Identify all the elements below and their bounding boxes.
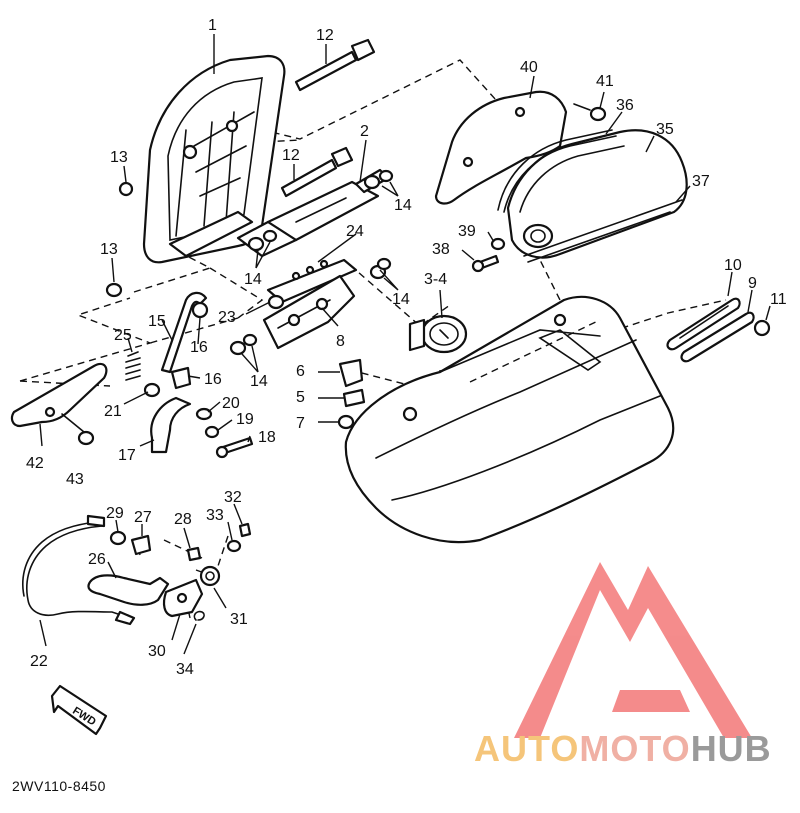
lever-bracket-30	[162, 578, 204, 618]
top-case-base	[344, 295, 675, 544]
nuts-14	[229, 169, 394, 356]
washer-20	[195, 407, 213, 421]
bolt-12-upper	[294, 38, 376, 92]
callout-1: 1	[208, 17, 217, 34]
washer-13-upper	[118, 181, 134, 197]
lock-bracket-8	[262, 274, 356, 350]
screw-38	[471, 254, 500, 273]
callout-21: 21	[104, 403, 122, 420]
washer-13-lower	[105, 282, 123, 298]
callout-12-lower: 12	[282, 147, 300, 164]
callout-30: 30	[148, 643, 166, 660]
callout-16-lower: 16	[204, 371, 222, 388]
clip-34	[193, 610, 205, 621]
callout-26: 26	[88, 551, 106, 568]
callout-14-a: 14	[394, 197, 412, 214]
screw-7	[337, 414, 355, 430]
callout-8: 8	[336, 333, 345, 350]
callout-22: 22	[30, 653, 48, 670]
callout-11: 11	[770, 291, 787, 308]
fwd-direction-arrow: FWD	[50, 684, 108, 736]
watermark-part3: HUB	[690, 728, 772, 769]
callout-14-c: 14	[392, 291, 410, 308]
trim-37	[523, 199, 683, 263]
strip-10	[666, 297, 741, 351]
callout-13-upper: 13	[110, 149, 128, 166]
watermark-part2: MOTO	[579, 728, 691, 769]
callout-27: 27	[134, 509, 152, 526]
lock-cylinder-3-4	[408, 314, 468, 354]
backrest-frame	[142, 54, 286, 264]
release-lever-26	[87, 574, 170, 606]
hinge-pin-3-9	[522, 223, 554, 249]
callout-29: 29	[106, 505, 124, 522]
diagram-code: 2WV110-8450	[12, 778, 106, 794]
callout-18: 18	[258, 429, 276, 446]
clamp-17	[150, 396, 192, 454]
callout-9: 9	[748, 275, 757, 292]
callout-32: 32	[224, 489, 242, 506]
clips-16	[170, 301, 209, 390]
callout-37: 37	[692, 173, 710, 190]
callout-3-4: 3-4	[424, 271, 447, 288]
callout-7: 7	[296, 415, 305, 432]
callout-40: 40	[520, 59, 538, 76]
strip-9	[680, 311, 755, 363]
spring-25	[125, 351, 141, 381]
bushing-27	[130, 534, 152, 556]
callout-numbers: 1 12 12 13 13 2 14 14 14 14 24 23 8 15 1…	[26, 17, 787, 678]
seal-36	[497, 129, 617, 213]
catch-6	[338, 358, 364, 388]
washer-39	[490, 237, 506, 251]
pin-28	[186, 546, 202, 562]
callout-15: 15	[148, 313, 166, 330]
watermark-logo	[514, 562, 752, 738]
callout-42: 42	[26, 455, 44, 472]
callout-38: 38	[432, 241, 450, 258]
leader-lines	[39, 34, 771, 655]
callout-24: 24	[346, 223, 364, 240]
pivot-31	[199, 565, 221, 587]
callout-33: 33	[206, 507, 224, 524]
side-trim-42	[10, 362, 108, 428]
watermark-text: AUTOMOTOHUB	[474, 728, 772, 770]
callout-17: 17	[118, 447, 136, 464]
callout-25: 25	[114, 327, 132, 344]
callout-14-d: 14	[250, 373, 268, 390]
callout-14-b: 14	[244, 271, 262, 288]
callout-41: 41	[596, 73, 614, 90]
callout-23: 23	[218, 309, 236, 326]
screw-41	[573, 103, 607, 122]
spring-5	[342, 388, 366, 408]
nut-21	[143, 382, 161, 398]
callout-19: 19	[236, 411, 254, 428]
screw-32	[238, 522, 252, 538]
callout-5: 5	[296, 389, 305, 406]
cap-11	[753, 319, 771, 337]
bolt-18	[215, 436, 254, 459]
callout-6: 6	[296, 363, 305, 380]
collar-29	[109, 530, 127, 546]
callout-43: 43	[66, 471, 84, 488]
callout-12-upper: 12	[316, 27, 334, 44]
callout-13-lower: 13	[100, 241, 118, 258]
callout-35: 35	[656, 121, 674, 138]
callout-10: 10	[724, 257, 742, 274]
callout-34: 34	[176, 661, 194, 678]
release-cable-22	[22, 514, 136, 626]
washer-19	[204, 425, 220, 439]
screw-43	[61, 413, 95, 446]
watermark-part1: AUTO	[474, 728, 580, 769]
callout-28: 28	[174, 511, 192, 528]
callout-2: 2	[360, 123, 369, 140]
callout-36: 36	[616, 97, 634, 114]
bolt-23	[267, 294, 285, 310]
callout-20: 20	[222, 395, 240, 412]
bolt-12-lower	[280, 146, 354, 198]
callout-39: 39	[458, 223, 476, 240]
washer-33	[226, 539, 242, 553]
callout-16-upper: 16	[190, 339, 208, 356]
callout-31: 31	[230, 611, 248, 628]
